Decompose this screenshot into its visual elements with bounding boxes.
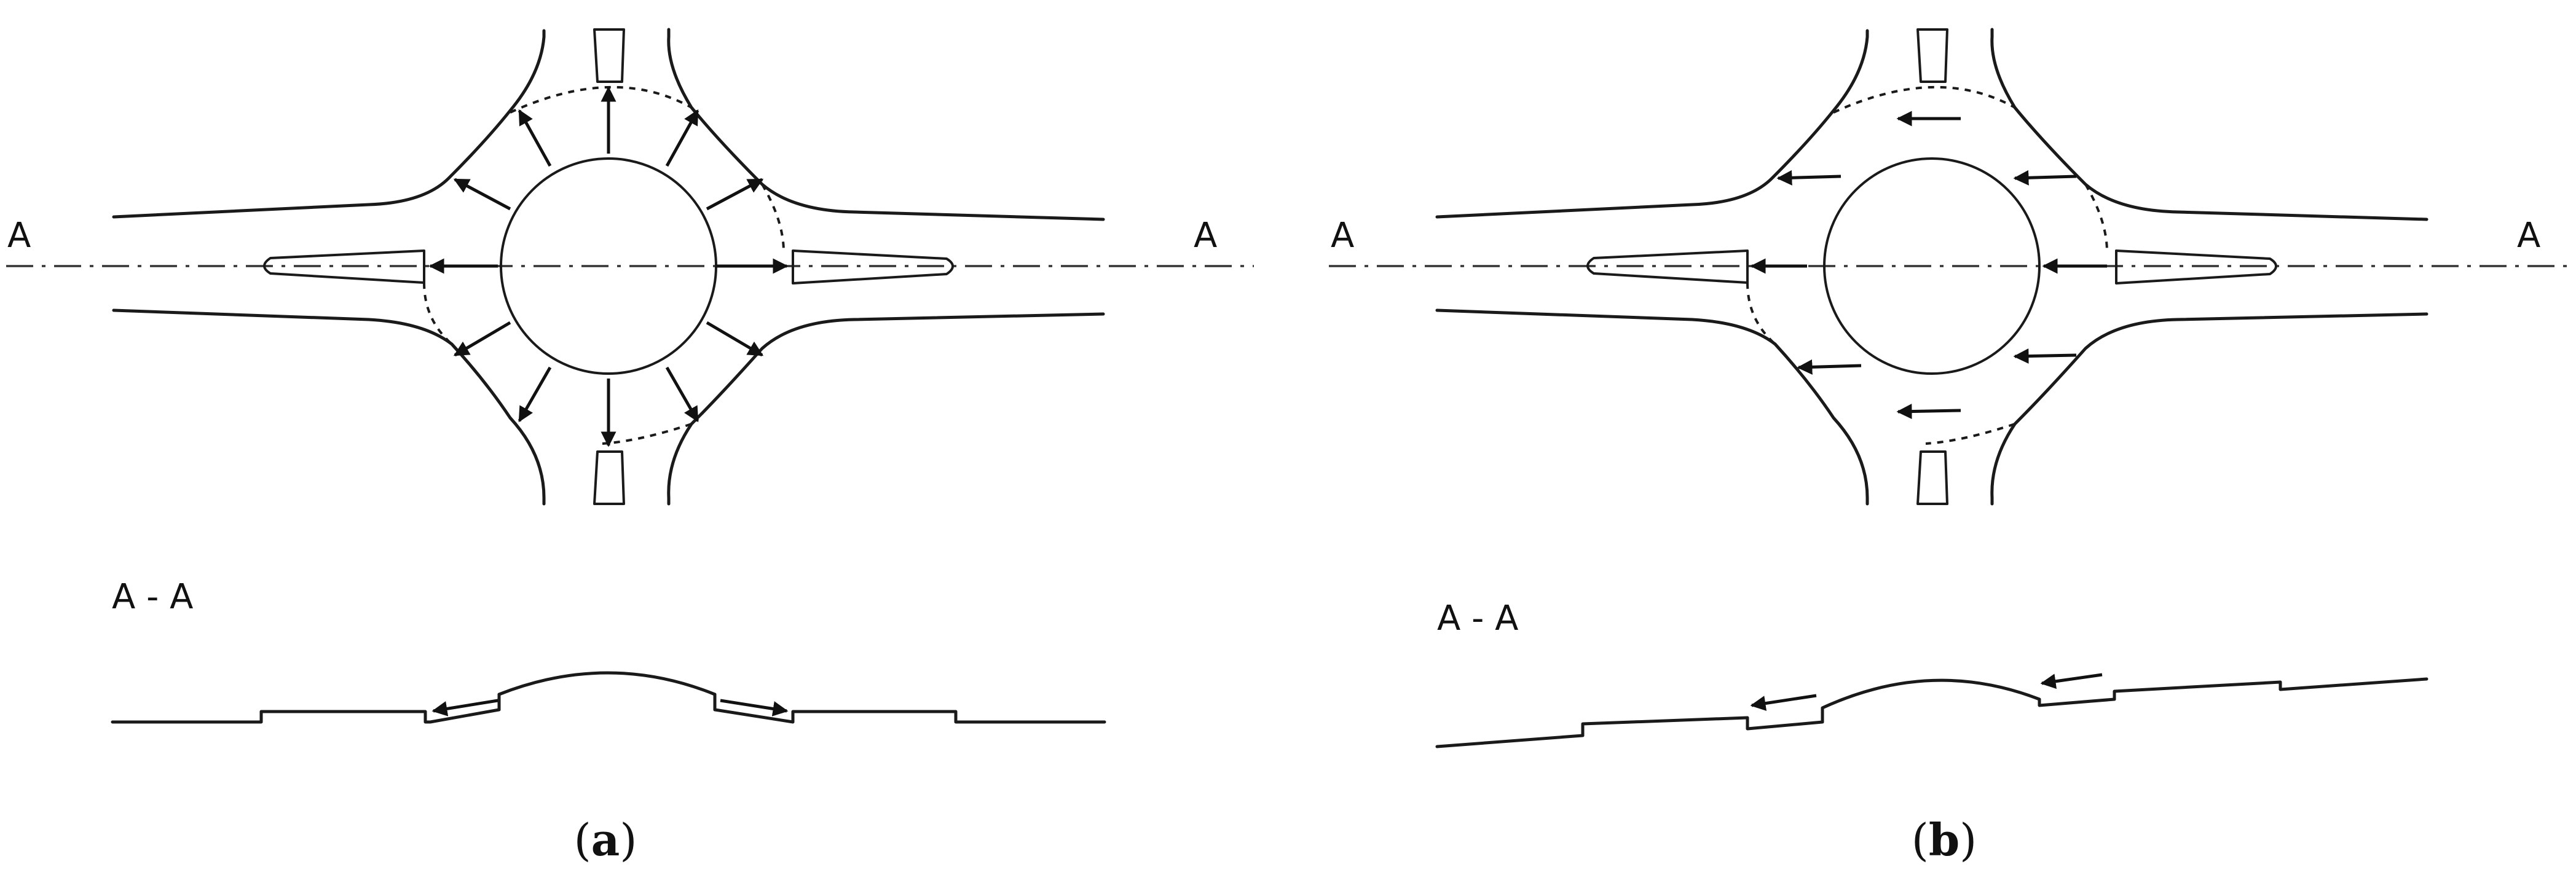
splitter-island-north <box>593 28 625 83</box>
flow-arrow-south-lane <box>1896 404 1961 420</box>
splitter-island-east <box>2115 249 2277 285</box>
yield-line-nw <box>1833 86 2015 114</box>
section-profile-a <box>111 671 1106 724</box>
panel-caption-a: (a) <box>574 814 637 866</box>
yield-line-sw <box>423 282 453 345</box>
section-title: A - A <box>112 577 193 617</box>
splitter-island-west <box>263 249 425 284</box>
panel-caption-b: (b) <box>1912 814 1977 866</box>
section-title: A - A <box>1437 598 1518 638</box>
flow-arrows-b <box>1750 111 2107 420</box>
section-marker-left: A <box>1331 216 1354 256</box>
flow-arrow-ssw <box>518 366 552 423</box>
splitter-island-east <box>792 249 954 285</box>
splitter-island-west <box>1586 249 1749 284</box>
road-edge-east-top <box>667 28 1105 221</box>
road-edge-west-top <box>112 29 546 219</box>
splitter-island-south <box>1916 450 1948 505</box>
flow-arrow-se-lane <box>2013 348 2077 364</box>
panel-b: A A A - A (b) <box>1329 28 2572 866</box>
yield-line-sw <box>1746 282 1776 345</box>
road-edge-east-bottom <box>667 312 1105 506</box>
flow-arrow-nne <box>665 109 699 167</box>
flow-arrow-sse <box>665 366 699 423</box>
drainage-arrow-left <box>431 699 498 716</box>
flow-arrow-wnw <box>453 178 511 211</box>
yield-line-s <box>1925 423 2015 445</box>
yield-line-nw <box>510 86 692 114</box>
drainage-arrow-right <box>720 699 789 716</box>
cross-section-b <box>1435 673 2428 748</box>
yield-line-ne <box>2084 183 2108 253</box>
cross-section-a <box>111 671 1106 724</box>
flow-arrow-sw-lane <box>1797 359 1862 375</box>
panel-a: A A A - A (a) <box>6 28 1254 866</box>
central-island <box>1823 157 2041 375</box>
drainage-arrow-right <box>2040 673 2103 689</box>
flow-arrow-wsw <box>453 321 511 357</box>
splitter-island-south <box>593 450 625 505</box>
roundabout-plan-a <box>6 28 1254 506</box>
flow-arrows-a <box>428 86 789 447</box>
flow-arrow-ne-lane <box>2013 170 2077 186</box>
roundabout-plan-b <box>1329 28 2572 506</box>
yield-line-ne <box>761 183 785 253</box>
drainage-arrow-left <box>1750 694 1817 711</box>
section-marker-left: A <box>7 216 31 256</box>
section-profile-b <box>1435 677 2428 748</box>
flow-arrow-ese <box>706 321 764 357</box>
yield-line-s <box>602 423 692 445</box>
road-edge-east-bottom <box>1990 312 2428 506</box>
road-edge-west-top <box>1435 29 1869 219</box>
road-edge-west-bottom <box>112 308 546 506</box>
splitter-island-north <box>1916 28 1948 83</box>
flow-arrow-ene <box>706 178 764 211</box>
section-marker-right: A <box>2517 216 2540 256</box>
flow-arrow-nw-lane <box>1776 170 1841 186</box>
road-edge-west-bottom <box>1435 308 1869 506</box>
road-edge-east-top <box>1990 28 2428 221</box>
section-marker-right: A <box>1194 216 1217 256</box>
flow-arrow-nnw <box>518 109 552 167</box>
